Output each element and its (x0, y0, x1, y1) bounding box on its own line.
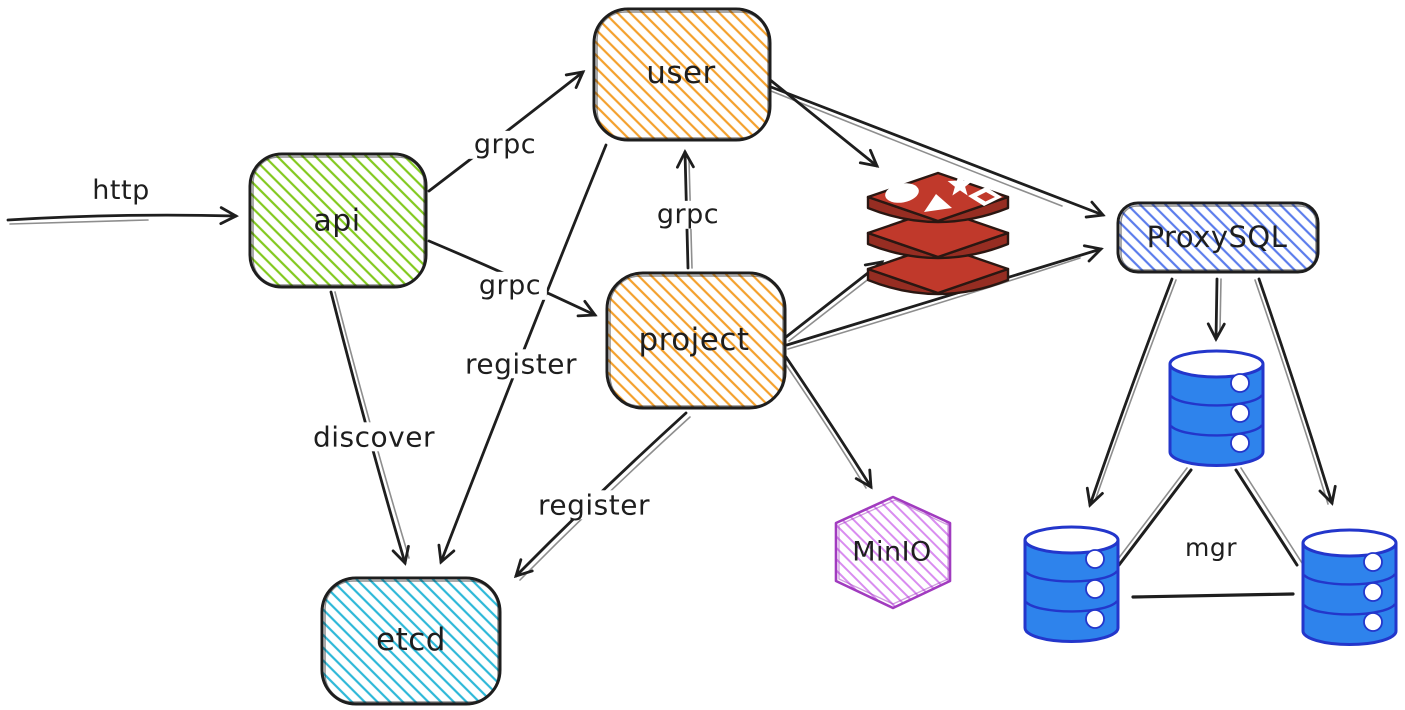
node-label-project[interactable]: project (638, 322, 750, 358)
node-proxysql[interactable] (1116, 201, 1320, 274)
edge-mgr-primary-right[interactable] (1234, 468, 1299, 567)
edge-mgr-primary-right-sketch (1240, 467, 1303, 564)
edge-proxysql-db-right-sketch (1254, 279, 1329, 505)
edge-user-proxysql-sketch (770, 90, 1063, 207)
node-api[interactable] (248, 152, 428, 289)
edge-user-proxysql[interactable] (769, 85, 1106, 219)
edge-proxysql-db-primary-sketch (1219, 278, 1222, 331)
edges-layer (6, 70, 1337, 599)
edge-user-redis[interactable] (767, 77, 880, 168)
node-label-proxysql[interactable]: ProxySQL (1146, 220, 1288, 254)
edge-project-proxysql[interactable] (785, 244, 1104, 347)
db-replica-left-icon[interactable] (1023, 525, 1120, 643)
redis-ellipse-shape (885, 183, 919, 203)
edge-label-register-project[interactable]: register (532, 490, 656, 520)
node-label-user[interactable]: user (646, 55, 716, 91)
node-project[interactable] (605, 271, 787, 410)
db-replica-right-icon[interactable] (1301, 528, 1398, 646)
edge-http-api-sketch (9, 219, 149, 225)
edge-project-minio-sketch (781, 358, 867, 489)
edge-label-discover[interactable]: discover (307, 422, 441, 452)
redis-diamond-inner (977, 192, 995, 202)
redis-triangle-shape (924, 194, 952, 212)
node-label-api[interactable]: api (313, 203, 361, 239)
redis-star-shape (947, 172, 973, 196)
edge-proxysql-db-right[interactable] (1257, 277, 1337, 506)
edge-http-api[interactable] (6, 206, 239, 226)
edge-label-http[interactable]: http (86, 176, 156, 206)
edge-label-grpc-api-project[interactable]: grpc (472, 271, 548, 301)
node-proxysql-sketch (1120, 205, 1317, 271)
node-etcd-sketch (324, 580, 499, 703)
redis-icon[interactable] (866, 171, 1010, 296)
node-project-sketch (609, 275, 784, 407)
node-etcd[interactable] (320, 576, 502, 706)
edge-project-minio[interactable] (784, 355, 873, 490)
node-label-etcd[interactable]: etcd (376, 622, 446, 658)
edge-label-grpc-api-user[interactable]: grpc (467, 130, 543, 160)
node-minio-sketch (838, 499, 949, 605)
edge-label-grpc-project-user[interactable]: grpc (650, 200, 726, 230)
node-user-sketch (596, 11, 769, 139)
edge-label-mgr[interactable]: mgr (1178, 534, 1244, 562)
nodes-layer (248, 7, 1320, 706)
edge-proxysql-db-primary[interactable] (1206, 277, 1226, 342)
node-api-sketch (252, 156, 425, 286)
edge-label-register-user[interactable]: register (459, 349, 583, 379)
edge-proxysql-db-left[interactable] (1085, 277, 1174, 508)
edge-mgr-primary-left-sketch (1114, 467, 1188, 564)
db-primary-icon[interactable] (1168, 349, 1265, 467)
node-user[interactable] (592, 7, 772, 142)
edge-mgr-primary-left[interactable] (1117, 468, 1193, 567)
edge-project-proxysql-sketch (787, 257, 1081, 350)
node-minio[interactable] (834, 495, 952, 610)
edge-mgr-left-right[interactable] (1131, 592, 1295, 599)
node-label-minio[interactable]: MinIO (852, 536, 932, 568)
edge-proxysql-db-left-sketch (1095, 279, 1177, 499)
